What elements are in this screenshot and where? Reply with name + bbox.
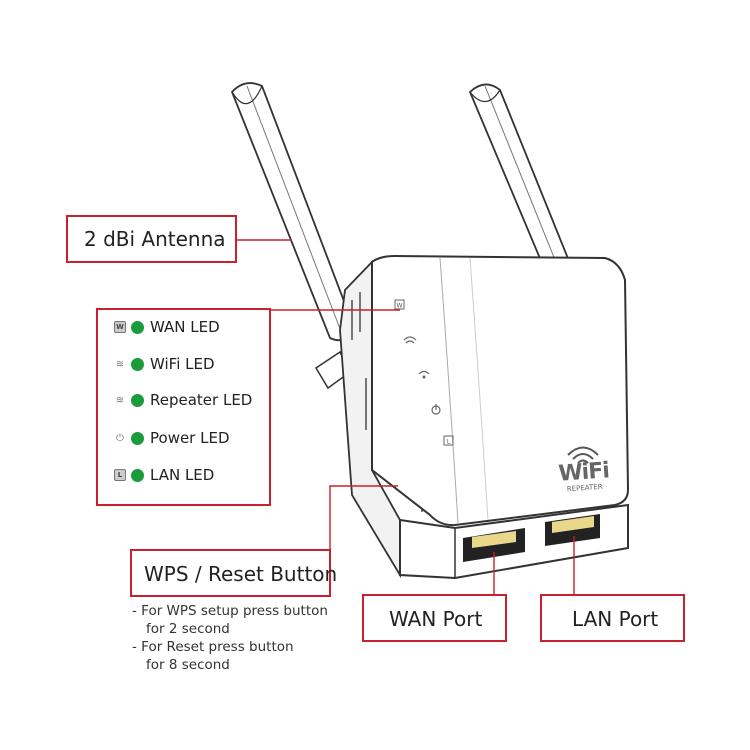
device-body: W L xyxy=(339,254,630,580)
led-indicator-dot xyxy=(131,357,144,371)
wan-port-label: WAN Port xyxy=(389,607,483,631)
led-indicator-dot xyxy=(131,393,144,407)
wps-note-line-2: for 2 second xyxy=(146,621,230,637)
wps-label: WPS / Reset Button xyxy=(144,562,338,586)
antenna-callout-box: 2 dBi Antenna xyxy=(66,215,237,263)
repeater-led-icon: ≋ xyxy=(115,394,125,406)
led-label: WAN LED xyxy=(150,318,220,336)
wps-note-line-4: for 8 second xyxy=(146,657,230,673)
antenna-label: 2 dBi Antenna xyxy=(84,227,226,251)
led-label: LAN LED xyxy=(150,466,215,484)
wan-led-icon: W xyxy=(114,321,126,333)
svg-text:W: W xyxy=(397,303,403,310)
lan-led-icon: L xyxy=(114,469,126,481)
callout-lines xyxy=(236,239,575,596)
led-legend-power: ⏻ Power LED xyxy=(114,428,230,448)
led-indicator-dot xyxy=(131,468,144,482)
led-legend-repeater: ≋ Repeater LED xyxy=(114,390,253,410)
led-legend-wan: W WAN LED xyxy=(114,317,220,337)
wps-note-line-1: - For WPS setup press button xyxy=(132,603,328,619)
power-led-icon: ⏻ xyxy=(116,432,124,444)
led-label: Repeater LED xyxy=(150,391,253,409)
lan-port-label: LAN Port xyxy=(572,607,659,631)
device-logo-brand: WiFi xyxy=(557,458,610,487)
led-legend-lan: L LAN LED xyxy=(114,465,214,485)
led-label: Power LED xyxy=(150,429,230,447)
wan-port-callout-box: WAN Port xyxy=(362,594,507,642)
wps-callout-box: WPS / Reset Button xyxy=(130,549,337,597)
device-wifi-logo: WiFi REPEATER xyxy=(554,458,614,495)
wps-note-line-3: - For Reset press button xyxy=(132,639,294,655)
led-indicator-dot xyxy=(131,431,144,445)
led-label: WiFi LED xyxy=(150,355,215,373)
svg-text:L: L xyxy=(447,439,451,446)
led-legend-wifi: ≋ WiFi LED xyxy=(114,354,215,374)
led-indicator-dot xyxy=(131,320,144,334)
wifi-led-icon: ≋ xyxy=(115,358,125,370)
lan-port-callout-box: LAN Port xyxy=(540,594,685,642)
